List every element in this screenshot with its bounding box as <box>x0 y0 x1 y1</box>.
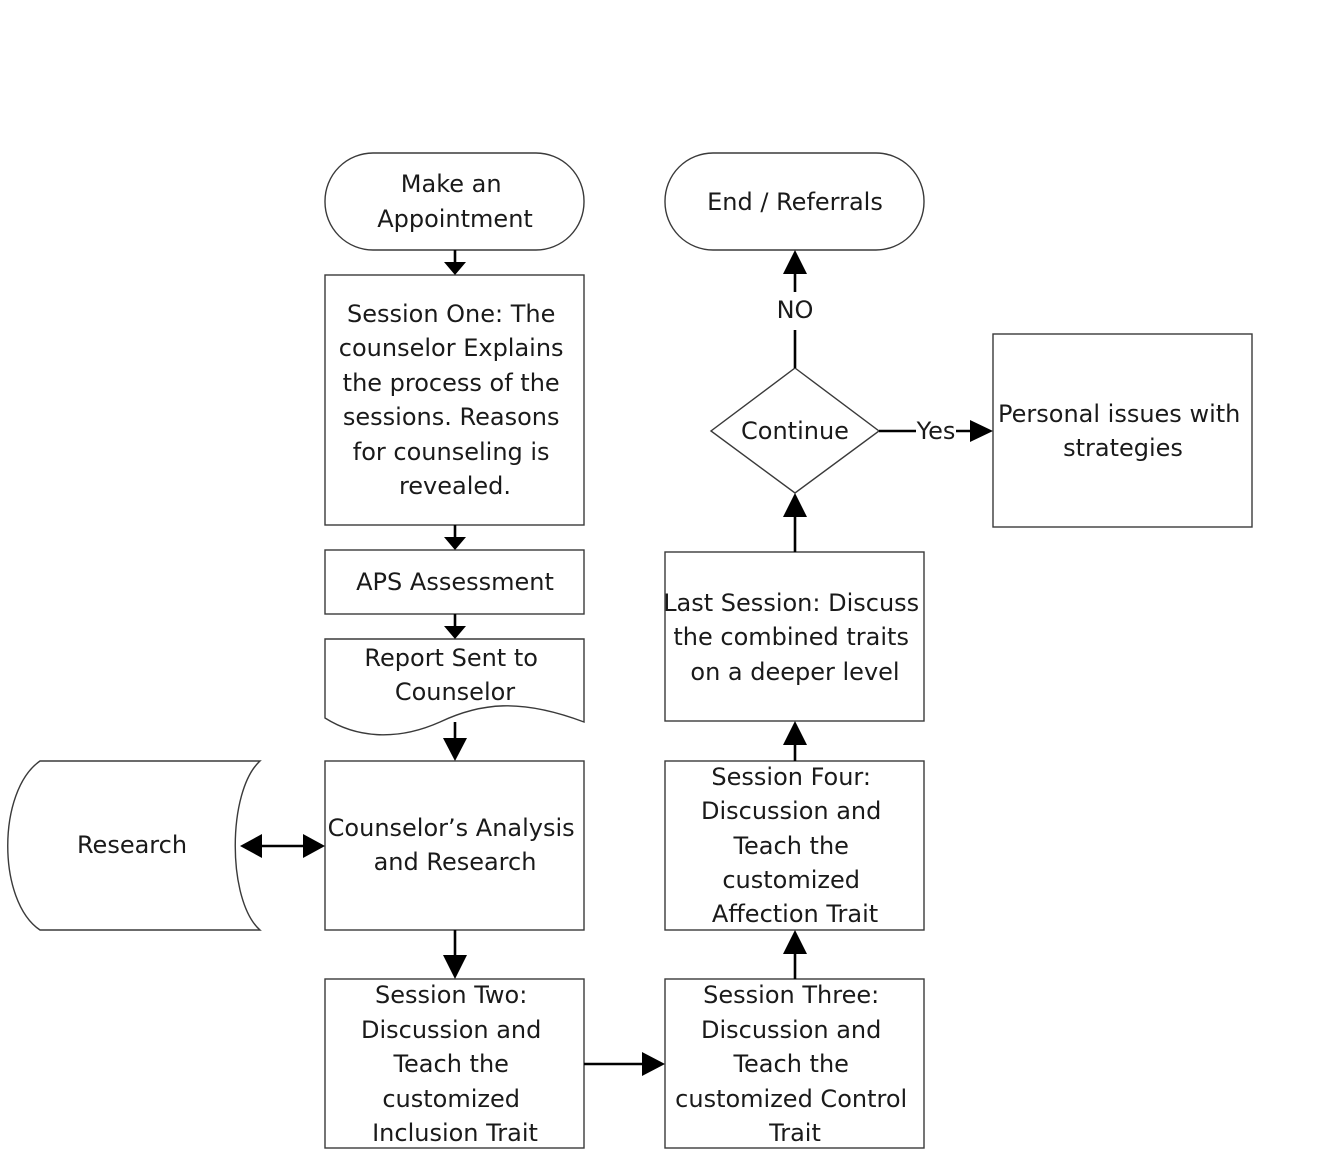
edge-analysis-to-session-two <box>443 930 467 979</box>
edge-last-session-to-continue <box>783 493 807 552</box>
edge-label-yes: Yes <box>916 417 956 445</box>
edge-session-four-to-last-session <box>783 721 807 761</box>
node-session-two <box>324 978 585 1149</box>
edge-label-no: NO <box>777 296 814 324</box>
edge-session-two-to-session-three <box>584 1052 665 1076</box>
node-appointment <box>324 152 585 251</box>
node-research-stored-data <box>7 760 262 931</box>
edge-analysis-research-bidirectional <box>240 834 325 858</box>
edge-report-to-analysis <box>443 722 467 761</box>
session-one-label: Session One: The counselor Explains the … <box>339 300 571 500</box>
node-aps-assessment <box>324 549 585 615</box>
node-session-one <box>324 274 585 526</box>
edge-session-three-to-session-four <box>783 930 807 979</box>
node-report-document <box>324 638 585 736</box>
aps-assessment-label: APS Assessment <box>356 568 554 596</box>
appointment-label: Make an Appointment <box>377 170 533 233</box>
research-label: Research <box>77 831 187 859</box>
edge-session-one-to-aps <box>444 525 466 550</box>
end-referrals-label: End / Referrals <box>707 188 883 216</box>
edge-aps-to-report <box>444 614 466 639</box>
edge-continue-to-personal <box>879 420 993 442</box>
node-end-referrals <box>664 152 925 251</box>
node-analysis <box>324 760 585 931</box>
analysis-label: Counselor’s Analysis and Research <box>328 814 583 876</box>
report-label: Report Sent to Counselor <box>364 644 545 706</box>
edge-continue-to-end <box>783 250 807 368</box>
last-session-label: Last Session: Discuss the combined trait… <box>663 589 927 686</box>
personal-issues-label: Personal issues with strategies <box>998 400 1248 462</box>
session-two-label: Session Two: Discussion and Teach the cu… <box>361 981 549 1147</box>
edge-appointment-to-session-one <box>444 250 466 275</box>
session-three-label: Session Three: Discussion and Teach the … <box>675 981 915 1147</box>
node-personal-issues <box>992 333 1253 528</box>
session-four-label: Session Four: Discussion and Teach the c… <box>701 763 889 928</box>
continue-label: Continue <box>741 417 849 445</box>
